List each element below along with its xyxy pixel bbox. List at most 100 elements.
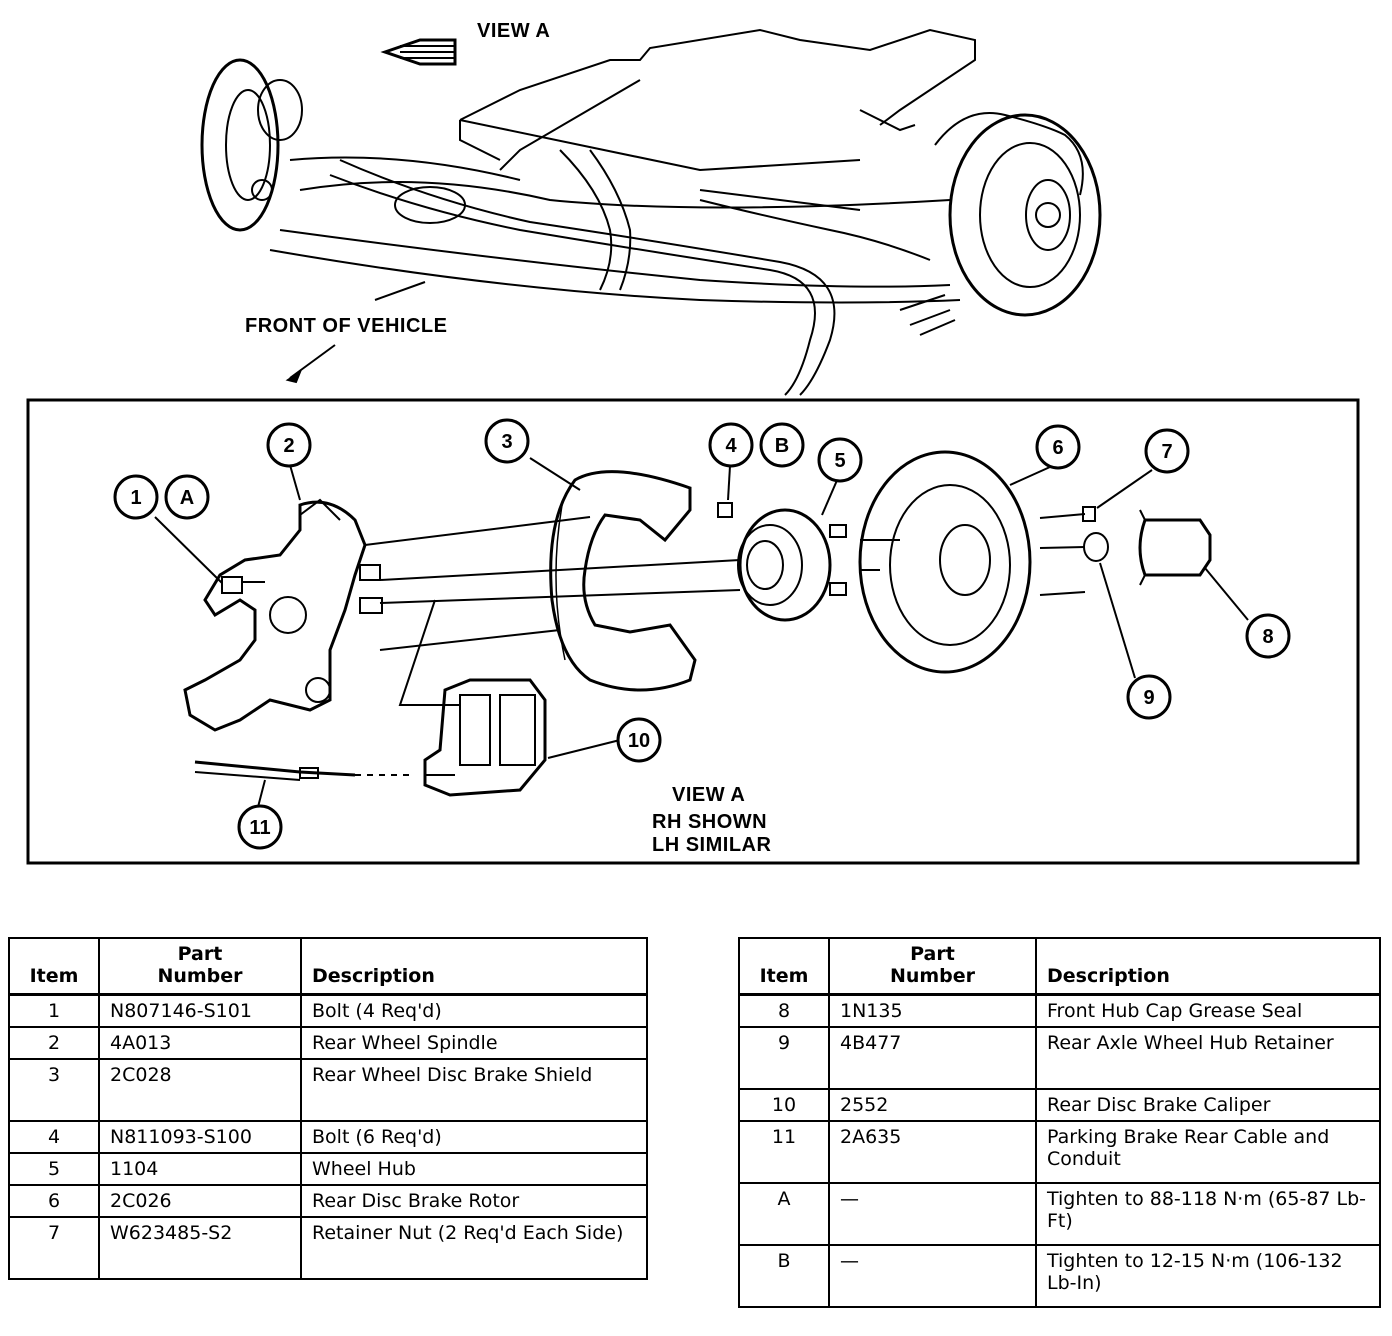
callout-11-text: 11 — [249, 817, 270, 839]
row-description: Tighten to 12-15 N·m (106-132 Lb-In) — [1035, 1244, 1381, 1308]
callout-9-text: 9 — [1143, 687, 1154, 709]
view-a-frame — [26, 398, 1360, 865]
right-brake-disc — [948, 113, 1102, 317]
row-item: A — [738, 1182, 830, 1246]
row-part: 4A013 — [98, 1026, 302, 1060]
brake-shield-part — [549, 470, 697, 692]
callout-B — [759, 422, 805, 468]
row-item: 4 — [8, 1120, 100, 1154]
rh-shown-label: RH SHOWN — [652, 811, 768, 833]
row-part: 2552 — [828, 1088, 1037, 1122]
callout-10-text: 10 — [628, 730, 650, 752]
callout-4-text: 4 — [725, 435, 737, 457]
header-description: Description — [1035, 937, 1381, 996]
table-row: B — Tighten to 12-15 N·m (106-132 Lb-In) — [738, 1244, 1381, 1308]
brake-rotor-part — [858, 450, 1032, 674]
header-part-line1: Part — [177, 943, 223, 965]
row-item: 11 — [738, 1120, 830, 1184]
row-item: 8 — [738, 993, 830, 1028]
row-part: 1N135 — [828, 993, 1037, 1028]
row-description: Wheel Hub — [300, 1152, 648, 1186]
callout-B-text: B — [775, 435, 789, 457]
detail-view-label: VIEW A — [672, 784, 746, 806]
row-description: Front Hub Cap Grease Seal — [1035, 993, 1381, 1028]
table-row: 2 4A013 Rear Wheel Spindle — [8, 1026, 648, 1060]
callout-5 — [817, 437, 863, 483]
callout-3-text: 3 — [501, 431, 512, 453]
parts-table-right: Item Part Number Description 8 1N135 Fro… — [738, 937, 1381, 1308]
row-item: 2 — [8, 1026, 100, 1060]
header-description: Description — [300, 937, 648, 996]
table-row: A — Tighten to 88-118 N·m (65-87 Lb-Ft) — [738, 1182, 1381, 1246]
callout-8-text: 8 — [1262, 626, 1273, 648]
row-part: W623485-S2 — [98, 1216, 302, 1280]
callout-10 — [616, 717, 662, 763]
bolt-part — [221, 576, 243, 594]
row-item: 7 — [8, 1216, 100, 1280]
table-row: 3 2C028 Rear Wheel Disc Brake Shield — [8, 1058, 648, 1122]
callout-2-text: 2 — [283, 435, 294, 457]
overview-illustration — [200, 28, 1102, 396]
row-part: — — [828, 1182, 1037, 1246]
callout-9 — [1126, 674, 1172, 720]
parts-table-left: Item Part Number Description 1 N807146-S… — [8, 937, 648, 1280]
header-part-line2: Number — [157, 965, 243, 987]
row-description: Rear Axle Wheel Hub Retainer — [1035, 1026, 1381, 1090]
callouts — [113, 418, 1291, 850]
callout-1-text: 1 — [130, 487, 141, 509]
callout-A-text: A — [180, 487, 194, 509]
row-part: 2C028 — [98, 1058, 302, 1122]
callout-1 — [113, 474, 159, 520]
table-row: 6 2C026 Rear Disc Brake Rotor — [8, 1184, 648, 1218]
header-part-line2: Number — [889, 965, 976, 987]
callout-3 — [484, 418, 530, 464]
row-description: Rear Disc Brake Rotor — [300, 1184, 648, 1218]
table-row: 7 W623485-S2 Retainer Nut (2 Req'd Each … — [8, 1216, 648, 1280]
callout-6-text: 6 — [1052, 437, 1063, 459]
row-description: Rear Wheel Spindle — [300, 1026, 648, 1060]
callout-11 — [237, 804, 283, 850]
table-row: 4 N811093-S100 Bolt (6 Req'd) — [8, 1120, 648, 1154]
overview-view-label: VIEW A — [477, 20, 551, 42]
row-part: 1104 — [98, 1152, 302, 1186]
callout-7 — [1144, 428, 1190, 474]
row-item: 3 — [8, 1058, 100, 1122]
callout-2 — [266, 422, 312, 468]
table-row: 8 1N135 Front Hub Cap Grease Seal — [738, 993, 1381, 1028]
header-part-line1: Part — [910, 943, 955, 965]
table-header-row: Item Part Number Description — [8, 937, 648, 996]
exploded-view-diagram: 1 A 2 3 4 B 5 6 7 8 9 10 11 — [26, 398, 1360, 865]
row-item: 6 — [8, 1184, 100, 1218]
callout-6 — [1035, 424, 1081, 470]
row-description: Parking Brake Rear Cable and Conduit — [1035, 1120, 1381, 1184]
row-part: 4B477 — [828, 1026, 1037, 1090]
row-description: Bolt (4 Req'd) — [300, 993, 648, 1028]
left-brake-disc — [200, 58, 280, 232]
table-row: 1 N807146-S101 Bolt (4 Req'd) — [8, 993, 648, 1028]
header-part-number: Part Number — [98, 937, 302, 996]
callout-4 — [708, 422, 754, 468]
row-part: 2C026 — [98, 1184, 302, 1218]
lh-similar-label: LH SIMILAR — [652, 834, 772, 856]
table-row: 5 1104 Wheel Hub — [8, 1152, 648, 1186]
row-description: Retainer Nut (2 Req'd Each Side) — [300, 1216, 648, 1280]
callout-7-text: 7 — [1161, 441, 1172, 463]
row-part: N811093-S100 — [98, 1120, 302, 1154]
row-item: 10 — [738, 1088, 830, 1122]
row-description: Tighten to 88-118 N·m (65-87 Lb-Ft) — [1035, 1182, 1381, 1246]
row-item: 9 — [738, 1026, 830, 1090]
brake-caliper-part — [423, 678, 547, 797]
row-part: N807146-S101 — [98, 993, 302, 1028]
table-row: 11 2A635 Parking Brake Rear Cable and Co… — [738, 1120, 1381, 1184]
wheel-hub-part — [737, 508, 847, 622]
table-row: 9 4B477 Rear Axle Wheel Hub Retainer — [738, 1026, 1381, 1090]
callout-A — [164, 474, 210, 520]
callout-8 — [1245, 613, 1291, 659]
header-item: Item — [738, 937, 830, 996]
row-item: 5 — [8, 1152, 100, 1186]
row-description: Rear Wheel Disc Brake Shield — [300, 1058, 648, 1122]
table-header-row: Item Part Number Description — [738, 937, 1381, 996]
row-description: Rear Disc Brake Caliper — [1035, 1088, 1381, 1122]
row-item: 1 — [8, 993, 100, 1028]
front-of-vehicle-label: FRONT OF VEHICLE — [245, 315, 448, 337]
